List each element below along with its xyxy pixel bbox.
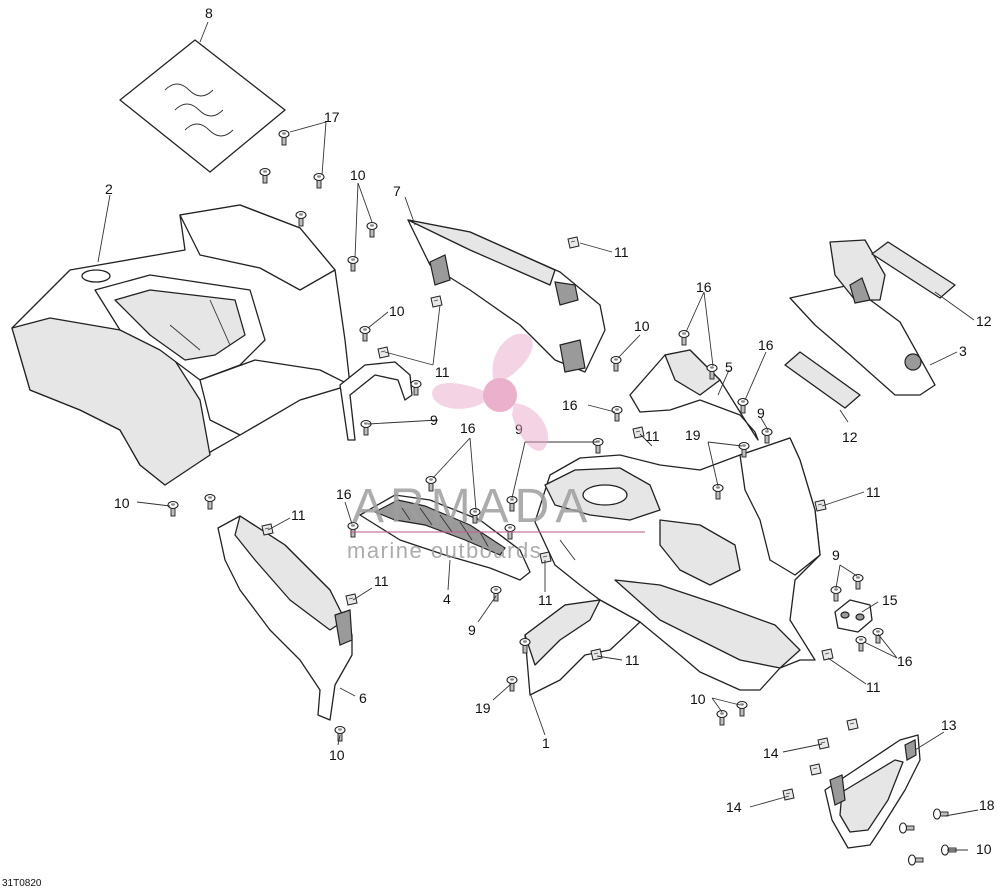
- part-2-rear-body: [11, 204, 351, 486]
- label-4: 4: [443, 591, 451, 607]
- label-11: 11: [538, 592, 553, 608]
- label-11: 11: [645, 428, 660, 444]
- label-10: 10: [690, 691, 706, 707]
- label-10: 10: [114, 495, 130, 511]
- part-1-front-fender: [524, 437, 821, 696]
- label-5: 5: [725, 359, 733, 375]
- label-11: 11: [866, 679, 881, 695]
- label-2: 2: [105, 181, 113, 197]
- label-12: 12: [976, 313, 992, 329]
- part-number-labels: 8 17 2 10 7 11 10 11 11 12 16 10 16 5 3 …: [105, 5, 995, 857]
- part-13-front-frame: [824, 734, 921, 849]
- part-5-bracket: [629, 349, 759, 441]
- leader-lines: [97, 21, 979, 851]
- label-9: 9: [515, 421, 523, 437]
- label-11: 11: [866, 484, 881, 500]
- label-9: 9: [757, 405, 765, 421]
- label-15: 15: [882, 592, 898, 608]
- part-12-strip-top: [871, 241, 956, 299]
- label-10: 10: [350, 167, 366, 183]
- label-19: 19: [475, 700, 491, 716]
- label-8: 8: [205, 5, 213, 21]
- label-19: 19: [685, 427, 701, 443]
- watermark: ARMADA marine outboards: [347, 333, 645, 563]
- rail-bracket: [339, 361, 413, 441]
- label-11: 11: [291, 507, 306, 523]
- label-16: 16: [696, 279, 712, 295]
- propeller-icon: [432, 333, 549, 451]
- label-9: 9: [430, 412, 438, 428]
- diagram-code: 31T0820: [2, 878, 42, 889]
- part-7-side-panel: [407, 219, 606, 373]
- label-10: 10: [329, 747, 345, 763]
- label-14: 14: [763, 745, 779, 761]
- part-12-strip-bottom: [784, 351, 861, 409]
- label-11: 11: [625, 652, 640, 668]
- label-10: 10: [389, 303, 405, 319]
- label-14: 14: [726, 799, 742, 815]
- label-10: 10: [634, 318, 650, 334]
- label-16: 16: [336, 486, 352, 502]
- label-12: 12: [842, 429, 858, 445]
- label-11: 11: [374, 573, 389, 589]
- part-3-side-cover: [789, 239, 936, 396]
- label-13: 13: [941, 717, 957, 733]
- label-3: 3: [959, 343, 967, 359]
- label-16: 16: [562, 397, 578, 413]
- label-17: 17: [324, 109, 340, 125]
- watermark-tagline: marine outboards: [347, 538, 542, 563]
- label-1: 1: [542, 735, 550, 751]
- label-9: 9: [832, 547, 840, 563]
- label-16: 16: [460, 420, 476, 436]
- label-16: 16: [758, 337, 774, 353]
- part-6-fender-extension: [217, 515, 353, 721]
- part-4-grille-panel: [359, 494, 531, 581]
- label-18: 18: [979, 797, 995, 813]
- watermark-name: ARMADA: [352, 480, 593, 533]
- label-10: 10: [976, 841, 992, 857]
- part-8-decal: [119, 39, 286, 173]
- label-7: 7: [393, 183, 401, 199]
- label-9: 9: [468, 622, 476, 638]
- label-16: 16: [897, 653, 913, 669]
- label-11: 11: [435, 364, 450, 380]
- label-6: 6: [359, 690, 367, 706]
- part-15-plate: [834, 599, 873, 633]
- label-11: 11: [614, 244, 629, 260]
